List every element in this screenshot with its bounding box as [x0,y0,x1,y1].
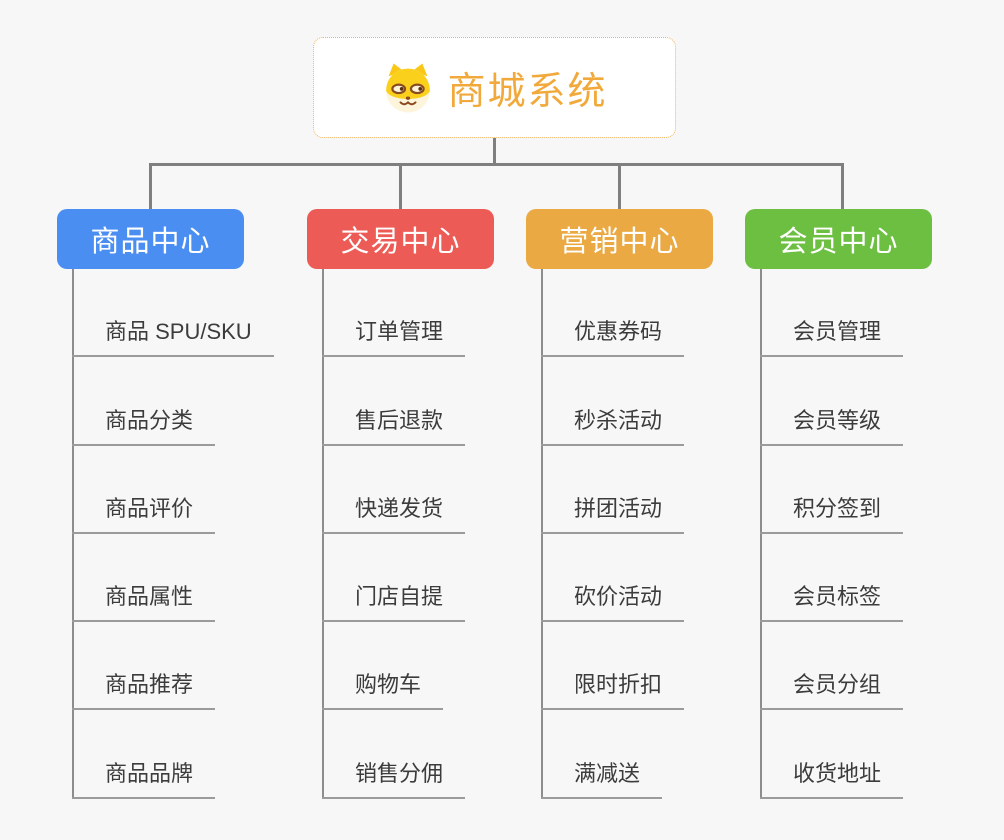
child-node: 拼团活动 [541,446,685,534]
child-node-label[interactable]: 商品评价 [72,491,216,534]
shiba-dog-icon [386,63,431,112]
child-node-label[interactable]: 快递发货 [322,491,466,534]
branch-children-trade-center: 订单管理 售后退款 快递发货 门店自提 购物车 销售分佣 [322,269,466,799]
child-node: 砍价活动 [541,534,685,623]
child-node: 优惠券码 [541,269,685,358]
child-node-label[interactable]: 秒杀活动 [541,403,685,446]
child-node-label[interactable]: 会员管理 [760,314,904,358]
child-node-label[interactable]: 拼团活动 [541,491,685,534]
branch-node-member-center[interactable]: 会员中心 [745,209,932,269]
branch-label: 交易中心 [340,226,461,258]
child-node-label[interactable]: 砍价活动 [541,579,685,623]
child-node: 商品分类 [72,357,216,446]
child-node: 商品 SPU/SKU [72,269,274,358]
child-node-label[interactable]: 售后退款 [322,403,466,446]
child-node: 秒杀活动 [541,357,685,446]
child-node-label[interactable]: 会员分组 [760,667,904,711]
connector-drop-products [149,163,152,210]
child-node-label[interactable]: 会员标签 [760,579,904,623]
child-node: 售后退款 [322,357,466,446]
child-node: 门店自提 [322,534,466,623]
child-node: 收货地址 [760,710,904,799]
child-node: 购物车 [322,622,444,711]
branch-children-product-center: 商品 SPU/SKU 商品分类 商品评价 商品属性 商品推荐 商品品牌 [72,269,274,799]
child-node-label[interactable]: 满减送 [541,756,663,799]
child-node: 会员管理 [760,269,904,358]
child-node-label[interactable]: 订单管理 [322,314,466,358]
branch-node-trade-center[interactable]: 交易中心 [307,209,494,269]
connector-horizontal [149,163,844,166]
connector-root-stub [493,138,496,166]
child-node: 会员标签 [760,534,904,623]
root-node[interactable]: 商城系统 [313,37,676,138]
branch-label: 商品中心 [90,226,211,258]
child-node: 商品推荐 [72,622,216,711]
branch-children-member-center: 会员管理 会员等级 积分签到 会员标签 会员分组 收货地址 [760,269,904,799]
child-node: 限时折扣 [541,622,685,711]
child-node-label[interactable]: 商品 SPU/SKU [72,314,274,358]
child-node-label[interactable]: 商品属性 [72,579,216,623]
child-node: 销售分佣 [322,710,466,799]
branch-node-product-center[interactable]: 商品中心 [57,209,244,269]
branch-node-marketing-center[interactable]: 营销中心 [526,209,713,269]
child-node: 商品属性 [72,534,216,623]
child-node: 商品品牌 [72,710,216,799]
connector-drop-marketing [618,163,621,210]
branch-children-marketing-center: 优惠券码 秒杀活动 拼团活动 砍价活动 限时折扣 满减送 [541,269,685,799]
branch-label: 会员中心 [778,226,899,258]
child-node: 会员等级 [760,357,904,446]
child-node-label[interactable]: 优惠券码 [541,314,685,358]
child-node: 订单管理 [322,269,466,358]
connector-drop-trade [399,163,402,210]
child-node: 积分签到 [760,446,904,534]
child-node-label[interactable]: 商品分类 [72,403,216,446]
child-node: 商品评价 [72,446,216,534]
child-node-label[interactable]: 收货地址 [760,756,904,799]
child-node-label[interactable]: 积分签到 [760,491,904,534]
child-node: 满减送 [541,710,663,799]
child-node: 会员分组 [760,622,904,711]
child-node: 快递发货 [322,446,466,534]
child-node-label[interactable]: 购物车 [322,667,444,711]
child-node-label[interactable]: 商品品牌 [72,756,216,799]
root-node-title: 商城系统 [447,71,608,113]
child-node-label[interactable]: 商品推荐 [72,667,216,711]
child-node-label[interactable]: 限时折扣 [541,667,685,711]
branch-label: 营销中心 [559,226,680,258]
connector-drop-members [841,163,844,210]
child-node-label[interactable]: 销售分佣 [322,756,466,799]
child-node-label[interactable]: 会员等级 [760,403,904,446]
child-node-label[interactable]: 门店自提 [322,579,466,623]
